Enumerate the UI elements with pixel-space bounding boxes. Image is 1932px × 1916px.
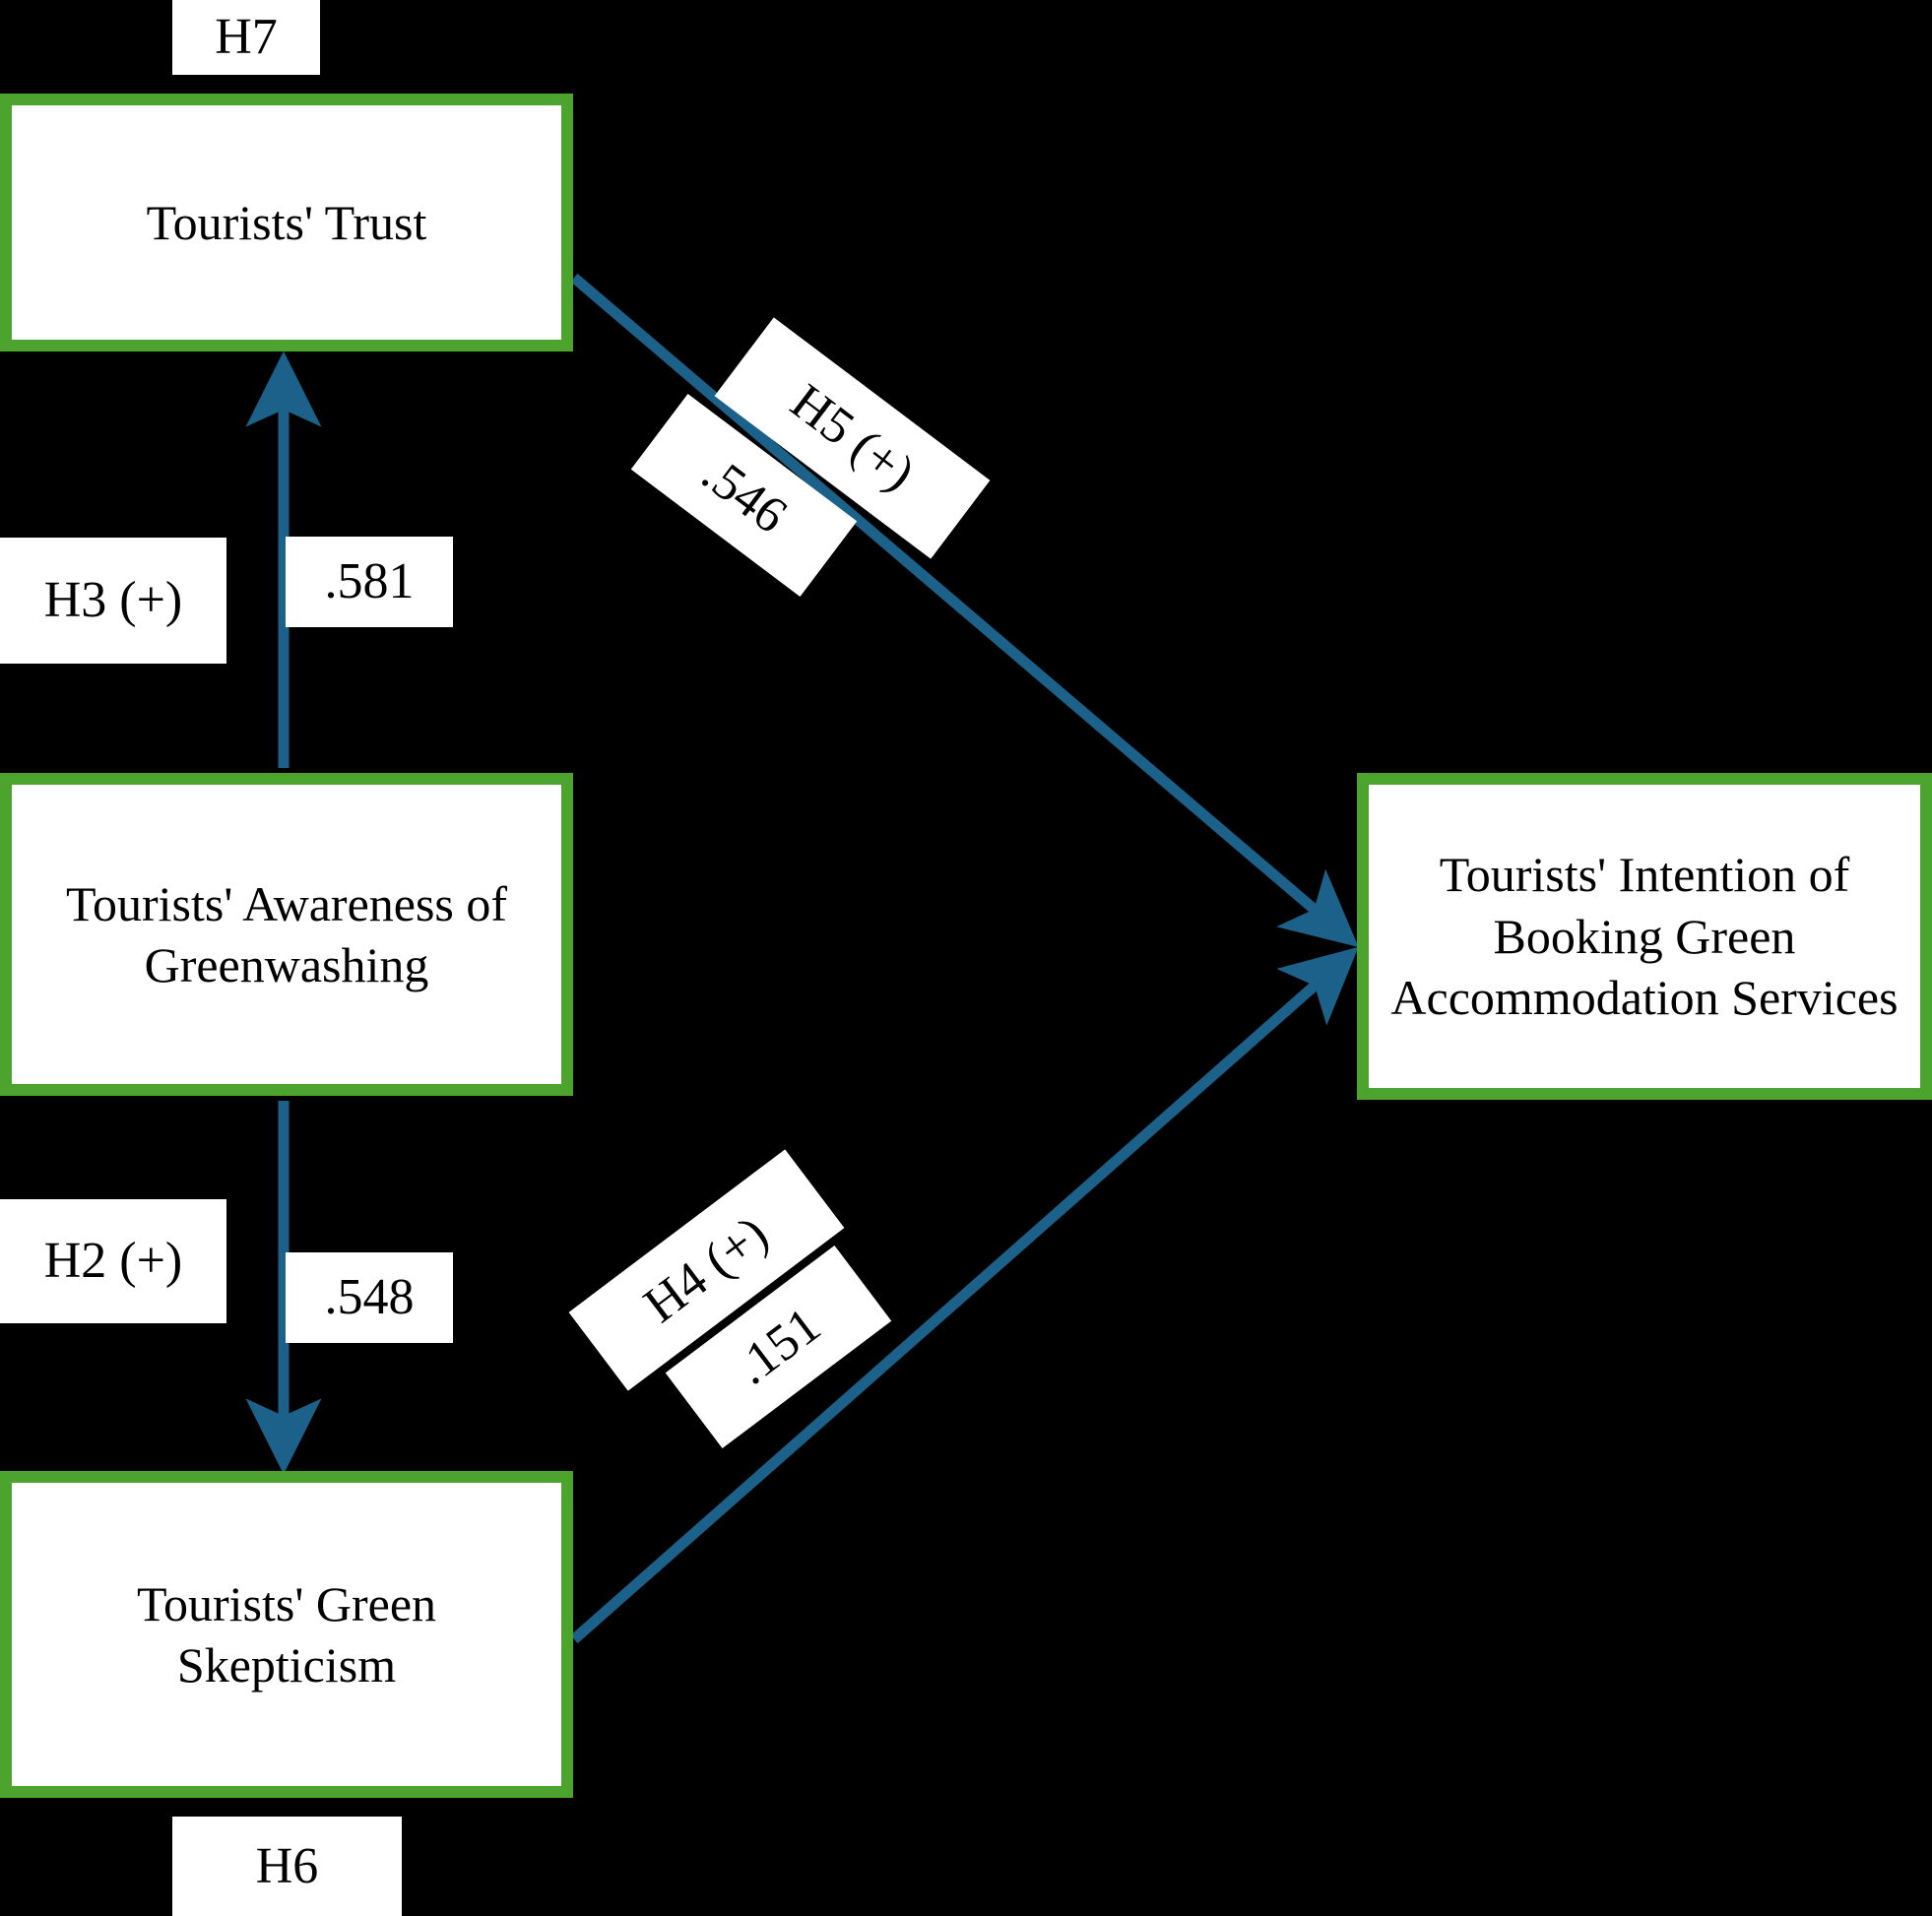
path-coefficient-548[interactable]: .548 <box>286 1252 453 1343</box>
node-tourists-trust[interactable]: Tourists' Trust <box>0 94 573 351</box>
hypothesis-tag-h3[interactable]: H3 (+) <box>0 538 226 664</box>
node-tourists-intention-of-booking[interactable]: Tourists' Intention of Booking Green Acc… <box>1357 773 1932 1100</box>
hypothesis-tag-h6-label: H6 <box>255 1837 319 1894</box>
node-tourists-awareness-of-greenwashing[interactable]: Tourists' Awareness of Greenwashing <box>0 773 573 1096</box>
path-coefficient-548-value: .548 <box>324 1269 415 1326</box>
node-tourists-trust-label: Tourists' Trust <box>146 194 427 250</box>
hypothesis-tag-h2[interactable]: H2 (+) <box>0 1199 226 1323</box>
path-coefficient-581[interactable]: .581 <box>286 537 453 627</box>
hypothesis-tag-h3-label: H3 (+) <box>43 572 183 629</box>
node-tourists-intention-of-booking-label: Tourists' Intention of Booking Green Acc… <box>1390 847 1899 1026</box>
node-tourists-green-skepticism[interactable]: Tourists' Green Skepticism <box>0 1471 573 1798</box>
hypothesis-tag-h6[interactable]: H6 <box>172 1817 402 1916</box>
node-tourists-awareness-of-greenwashing-label: Tourists' Awareness of Greenwashing <box>65 875 508 993</box>
arrow-trust-to-intention <box>570 273 1359 947</box>
hypothesis-tag-h7[interactable]: H7 <box>172 0 320 75</box>
hypothesis-tag-h7-label: H7 <box>215 9 278 66</box>
arrow-skepticism-to-intention <box>570 946 1359 1644</box>
path-coefficient-581-value: .581 <box>324 553 415 610</box>
hypothesis-tag-h2-label: H2 (+) <box>43 1233 183 1290</box>
node-tourists-green-skepticism-label: Tourists' Green Skepticism <box>136 1575 437 1693</box>
